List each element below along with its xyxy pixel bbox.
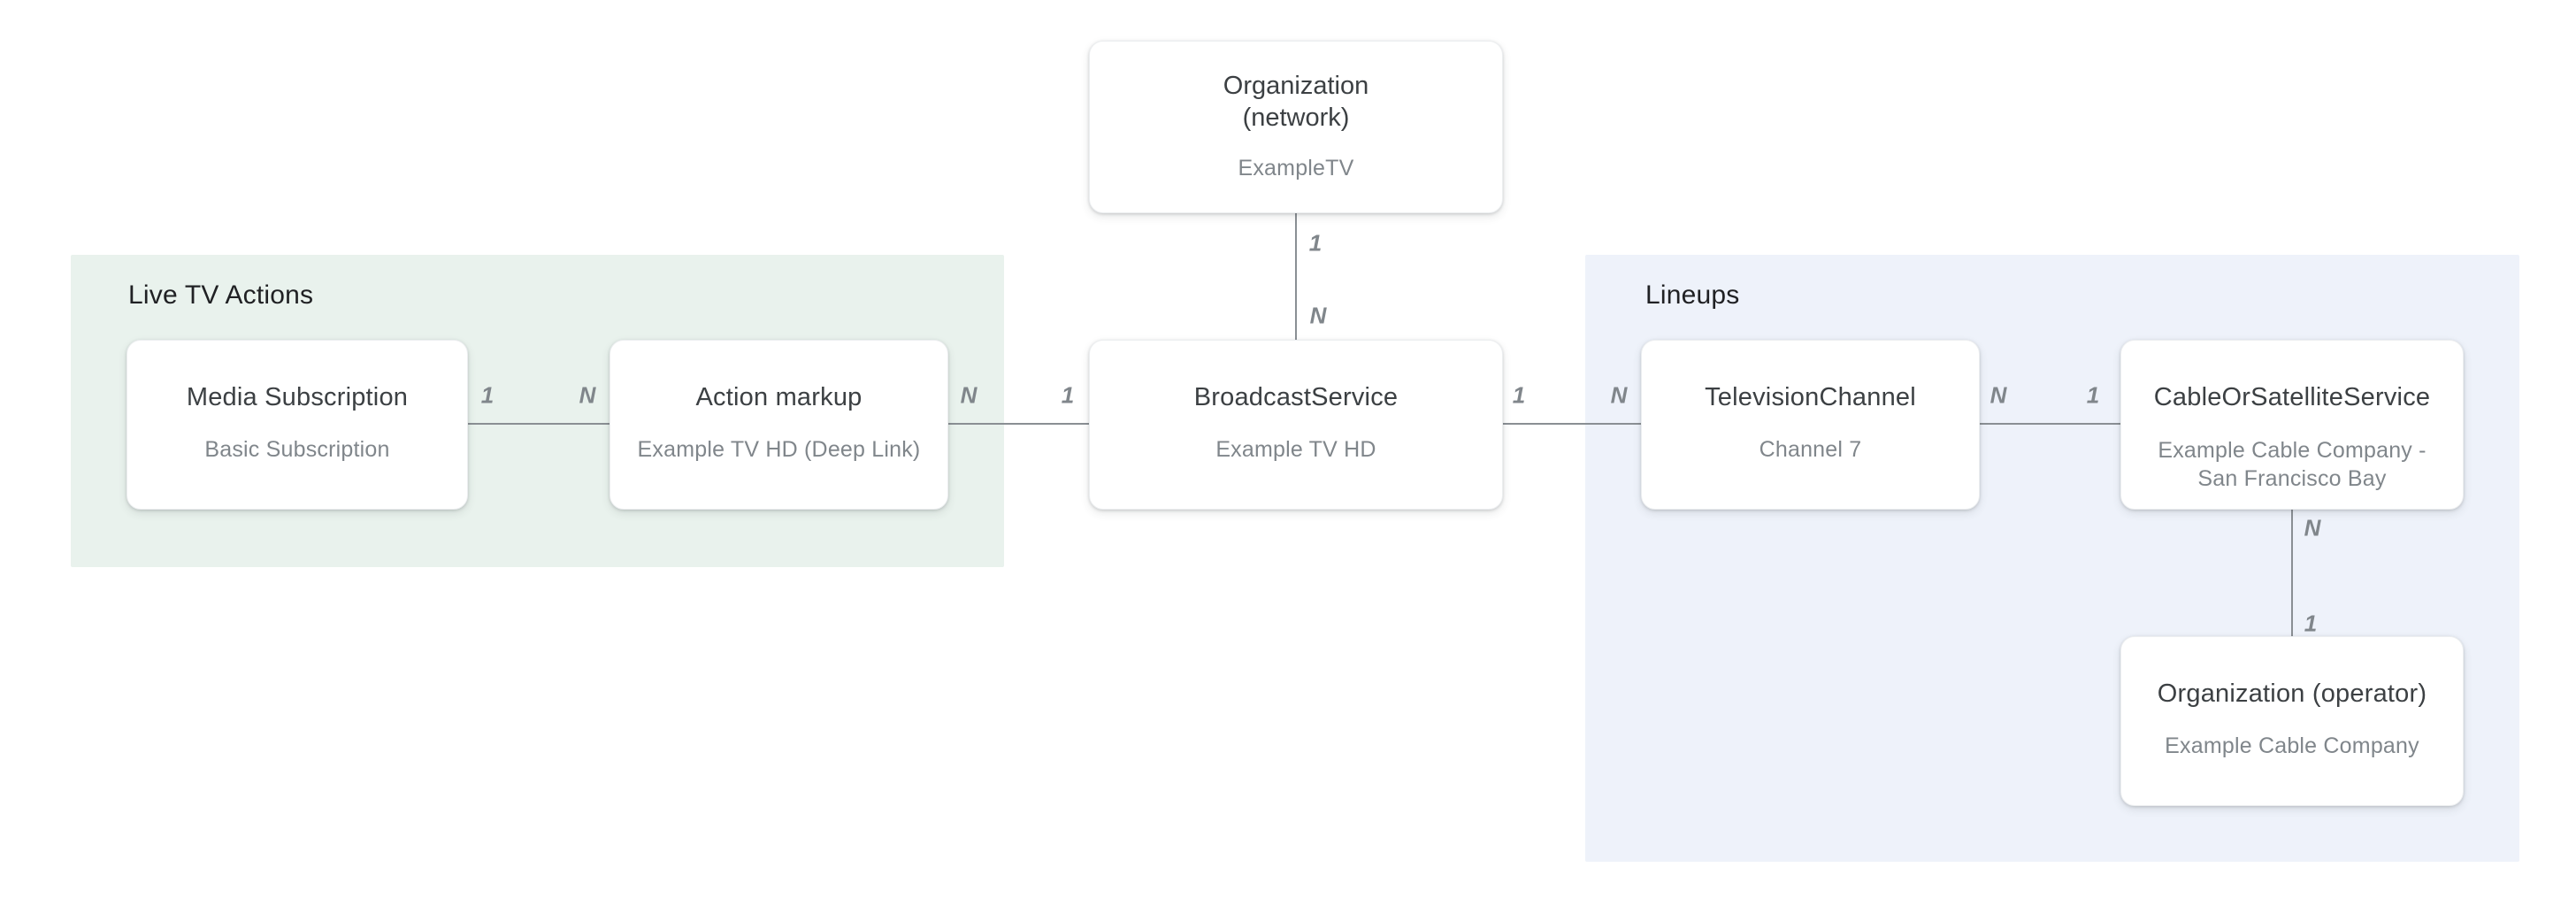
cardinality-label: N: [960, 381, 978, 409]
node-title: CableOrSatelliteService: [2153, 383, 2431, 411]
node-organization-operator: Organization (operator) Example Cable Co…: [2120, 636, 2464, 806]
node-subtitle: Example TV HD (Deep Link): [637, 437, 921, 462]
node-organization-network: Organization (network) ExampleTV: [1089, 41, 1503, 213]
cardinality-label: 1: [2304, 610, 2318, 637]
cardinality-label: 1: [2086, 381, 2100, 409]
edge-channel-to-cable: [1980, 423, 2120, 425]
node-subtitle: Example Cable Company: [2165, 733, 2419, 758]
section-title-lineups: Lineups: [1645, 280, 1740, 310]
cardinality-label: N: [1990, 381, 2007, 409]
edge-action-to-broadcast: [948, 423, 1089, 425]
cardinality-label: N: [579, 381, 596, 409]
node-action-markup: Action markup Example TV HD (Deep Link): [610, 340, 948, 510]
cardinality-label: 1: [1512, 381, 1526, 409]
node-broadcast-service: BroadcastService Example TV HD: [1089, 340, 1503, 510]
node-media-subscription: Media Subscription Basic Subscription: [126, 340, 468, 510]
node-title: Action markup: [695, 383, 862, 411]
node-subtitle: Example TV HD: [1215, 437, 1376, 462]
node-subtitle: ExampleTV: [1238, 156, 1354, 180]
node-title: Organization (operator): [2157, 680, 2427, 708]
cardinality-label: N: [1309, 302, 1327, 329]
cardinality-label: N: [2304, 514, 2321, 541]
edge-broadcast-to-channel: [1503, 423, 1641, 425]
section-title-live-tv-actions: Live TV Actions: [128, 280, 314, 310]
node-title-line: (network): [1242, 104, 1350, 132]
node-title: Organization (network): [1223, 70, 1368, 134]
cardinality-label: 1: [480, 381, 494, 409]
node-subtitle: Example Cable Company - San Francisco Ba…: [2158, 436, 2426, 493]
cardinality-label: N: [1610, 381, 1628, 409]
node-title: BroadcastService: [1193, 383, 1399, 411]
node-title: TelevisionChannel: [1705, 383, 1916, 411]
edge-cable-to-operator: [2291, 510, 2293, 636]
node-title-line: Organization: [1223, 72, 1369, 100]
node-subtitle: Channel 7: [1759, 437, 1862, 462]
edge-media-to-action: [468, 423, 610, 425]
node-title: Media Subscription: [186, 383, 409, 411]
edge-network-to-broadcast: [1295, 213, 1297, 340]
cardinality-label: 1: [1061, 381, 1075, 409]
node-subtitle: Basic Subscription: [204, 437, 390, 462]
node-cable-or-satellite-service: CableOrSatelliteService Example Cable Co…: [2120, 340, 2464, 510]
node-subtitle-line: San Francisco Bay: [2197, 466, 2387, 491]
cardinality-label: 1: [1308, 229, 1322, 257]
node-subtitle-line: Example Cable Company -: [2158, 438, 2426, 463]
node-television-channel: TelevisionChannel Channel 7: [1641, 340, 1980, 510]
